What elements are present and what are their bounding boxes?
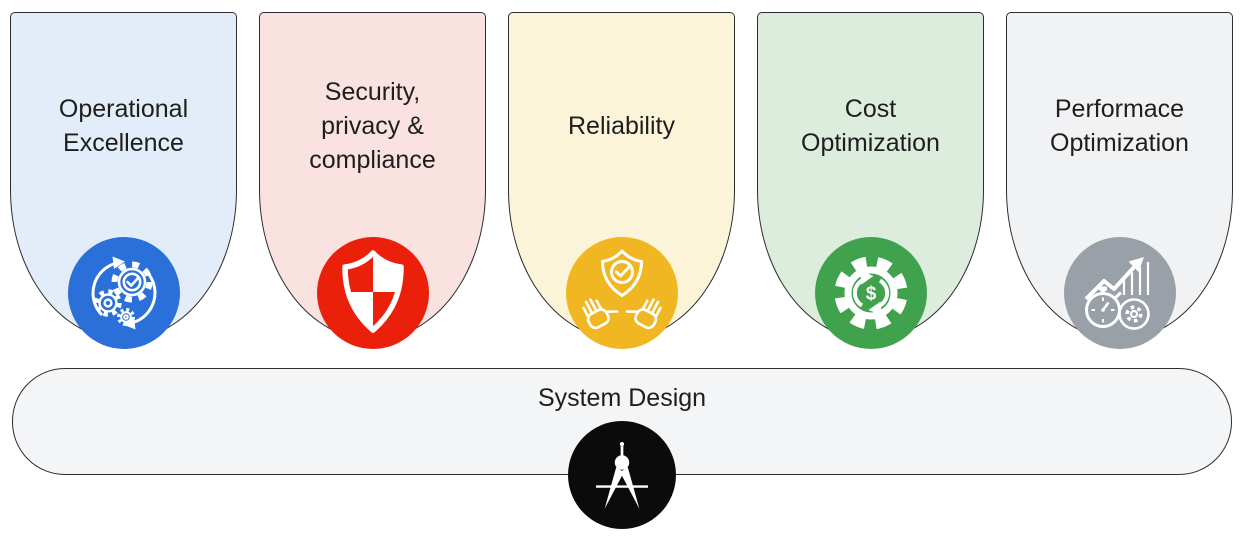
pillar-text-zone: Security, privacy & compliance xyxy=(260,13,485,239)
operational-excellence-badge xyxy=(67,237,180,349)
stopwatch-growth-gear-icon xyxy=(1084,257,1150,330)
gears-cycle-icon xyxy=(91,256,156,330)
drafting-compass-icon xyxy=(595,442,649,509)
pillar-reliability: Reliability xyxy=(508,12,735,349)
reliability-badge xyxy=(565,237,678,349)
cost-optimization-badge: $ xyxy=(814,237,927,349)
pillar-text-zone: Reliability xyxy=(509,13,734,239)
pillar-title: Reliability xyxy=(568,112,675,140)
system-design-badge xyxy=(568,421,676,529)
gear-dollar-cycle-icon: $ xyxy=(834,256,907,330)
pillar-security-privacy-compliance: Security, privacy & compliance xyxy=(259,12,486,349)
pillar-text-zone: Operational Excellence xyxy=(11,13,236,239)
security-badge xyxy=(316,237,429,349)
pillar-title: Performace Optimization xyxy=(1050,95,1189,157)
pillar-performance-optimization: Performace Optimization xyxy=(1006,12,1233,349)
svg-text:$: $ xyxy=(865,284,876,305)
hands-holding-shield-icon xyxy=(581,249,662,330)
pillar-text-zone: Performace Optimization xyxy=(1007,13,1232,239)
pillar-title: Cost Optimization xyxy=(801,95,940,157)
shield-check-pattern-icon xyxy=(341,250,404,333)
system-design-title: System Design xyxy=(537,384,707,412)
performance-badge xyxy=(1063,237,1176,349)
pillar-operational-excellence: Operational Excellence xyxy=(10,12,237,349)
pillar-cost-optimization: Cost Optimization $ xyxy=(757,12,984,349)
pillar-title: Security, privacy & compliance xyxy=(309,78,436,174)
pillar-title: Operational Excellence xyxy=(58,95,189,157)
pillar-text-zone: Cost Optimization xyxy=(758,13,983,239)
